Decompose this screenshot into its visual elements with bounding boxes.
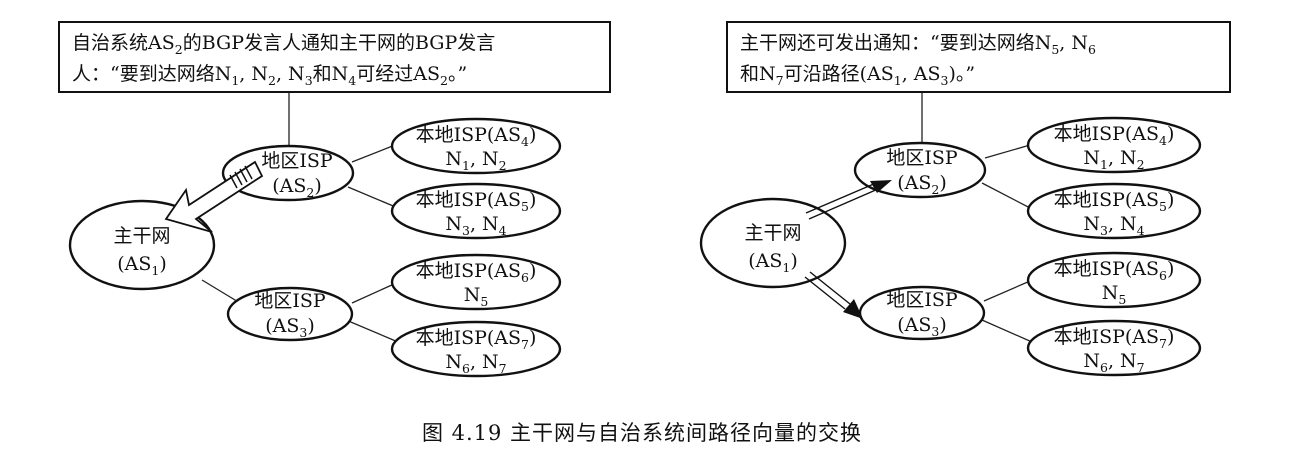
left-diagram: 自治系统AS2的BGP发言人通知主干网的BGP发言 人：“要到达网络N1, N2… [58,21,611,378]
right-backbone-node: 主干网 (AS1) [699,197,847,289]
svg-text:地区ISP: 地区ISP [261,150,333,172]
left-notice-line2: 人：“要到达网络N1, N2, N3和N4可经过AS2。” [72,63,467,88]
svg-text:主干网: 主干网 [744,222,801,244]
svg-text:N1, N2: N1, N2 [445,148,506,173]
left-region-isp-as3: 地区ISP (AS3) [226,286,354,342]
edge-right-region2-isp5 [981,182,1033,210]
edge-right-region3-isp6 [983,280,1031,302]
svg-text:本地ISP(AS6): 本地ISP(AS6) [416,260,537,285]
right-region-isp-as2: 地区ISP (AS2) [853,141,987,199]
svg-text:N6, N7: N6, N7 [1083,350,1144,375]
arrow-to-as2-icon [805,180,892,220]
edge-region3-isp6 [351,283,395,304]
svg-text:地区ISP: 地区ISP [886,147,958,169]
left-local-isp-as5: 本地ISP(AS5) N3, N4 [390,182,562,240]
left-notice-line1: 自治系统AS2的BGP发言人通知主干网的BGP发言 [72,32,495,57]
svg-text:N3, N4: N3, N4 [1083,213,1144,238]
svg-text:N5: N5 [1102,282,1127,307]
left-region-isp-as2: 地区ISP (AS2) [221,144,355,202]
svg-text:本地ISP(AS7): 本地ISP(AS7) [1054,326,1175,351]
svg-text:N6, N7: N6, N7 [445,351,506,376]
svg-text:本地ISP(AS4): 本地ISP(AS4) [1054,123,1175,148]
figure-caption: 图 4.19 主干网与自治系统间路径向量的交换 [422,421,862,445]
svg-text:N5: N5 [464,284,489,309]
edge-region2-isp4 [351,144,396,163]
svg-text:(AS3): (AS3) [897,314,947,339]
right-local-isp-as4: 本地ISP(AS4) N1, N2 [1026,116,1202,174]
svg-text:(AS1): (AS1) [748,250,798,275]
arrow-to-as3-icon [804,271,863,319]
left-local-isp-as7: 本地ISP(AS7) N6, N7 [390,320,562,378]
right-local-isp-as6: 本地ISP(AS6) N5 [1026,251,1202,309]
svg-text:本地ISP(AS4): 本地ISP(AS4) [416,124,537,149]
edge-right-region2-isp4 [984,144,1031,159]
svg-text:(AS3): (AS3) [265,315,315,340]
svg-text:(AS1): (AS1) [117,253,167,278]
svg-text:本地ISP(AS7): 本地ISP(AS7) [416,327,537,352]
svg-text:N3, N4: N3, N4 [445,213,506,238]
right-notice-line1: 主干网还可发出通知：“要到达网络N5, N6 [740,32,1096,57]
svg-text:(AS2): (AS2) [272,175,322,200]
right-notice-box: 主干网还可发出通知：“要到达网络N5, N6 和N7可沿路径(AS1, AS3)… [726,21,1231,93]
svg-text:本地ISP(AS5): 本地ISP(AS5) [416,189,537,214]
svg-text:(AS2): (AS2) [897,172,947,197]
svg-text:主干网: 主干网 [113,225,170,247]
right-region-isp-as3: 地区ISP (AS3) [858,285,986,341]
right-local-isp-as7: 本地ISP(AS7) N6, N7 [1026,319,1202,377]
right-notice-line2: 和N7可沿路径(AS1, AS3)。” [740,63,975,88]
svg-text:本地ISP(AS6): 本地ISP(AS6) [1054,258,1175,283]
left-local-isp-as6: 本地ISP(AS6) N5 [390,253,562,311]
edge-region3-isp7 [345,319,399,343]
right-diagram: 主干网还可发出通知：“要到达网络N5, N6 和N7可沿路径(AS1, AS3)… [699,21,1231,377]
svg-text:N1, N2: N1, N2 [1083,147,1144,172]
edge-region2-isp5 [347,186,399,209]
left-notice-box: 自治系统AS2的BGP发言人通知主干网的BGP发言 人：“要到达网络N1, N2… [58,21,611,93]
advertisement-arrow-icon [164,160,264,233]
right-local-isp-as5: 本地ISP(AS5) N3, N4 [1026,182,1202,240]
svg-text:本地ISP(AS5): 本地ISP(AS5) [1054,189,1175,214]
svg-text:地区ISP: 地区ISP [886,289,958,311]
left-local-isp-as4: 本地ISP(AS4) N1, N2 [390,117,562,175]
svg-text:地区ISP: 地区ISP [254,290,326,312]
edge-backbone-region3 [201,279,241,304]
edge-right-region3-isp7 [981,319,1033,343]
